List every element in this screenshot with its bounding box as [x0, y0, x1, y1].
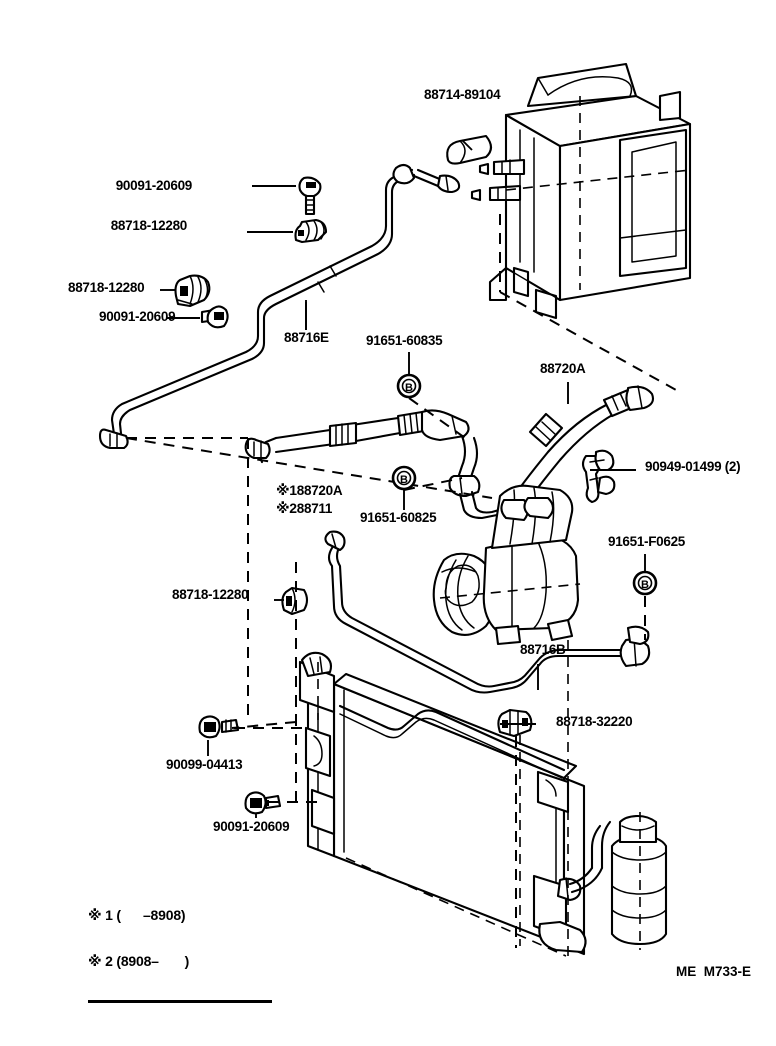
ac-condenser-art: [298, 640, 587, 960]
clamp-88718-12280-left-art: [174, 274, 211, 308]
legend-line-1: ※ 1 ( –8908): [88, 907, 186, 924]
callout-oring-60835: 91651-60835: [366, 333, 443, 348]
star1-part-number: 88720A: [296, 483, 343, 498]
callout-star1-88720a: ※188720A: [276, 482, 343, 498]
receiver-drier-art: [568, 812, 668, 950]
callout-tube-88716e: 88716E: [284, 330, 329, 345]
ac-compressor-art: [432, 484, 581, 646]
star2-part-number: 88711: [296, 501, 333, 516]
hose-clip-90949-art: [581, 449, 616, 504]
leader-lines: [160, 139, 646, 818]
evaporator-cover-art: [446, 134, 493, 165]
callout-hose-88720a-right: 88720A: [540, 361, 586, 376]
callout-bolt-upper: 90091-20609: [115, 178, 193, 193]
liquid-tube-88716e-art: [98, 163, 461, 450]
callout-clamp-32220: 88718-32220: [556, 714, 633, 729]
liquid-tube-88716b-art: [324, 530, 651, 694]
svg-text:B: B: [641, 579, 649, 591]
ring-marker-group: B B B: [391, 373, 658, 596]
clamp-88718-12280-upper-art: [294, 218, 328, 244]
svg-text:B: B: [405, 382, 413, 394]
callout-clamp-left: 88718-12280: [68, 280, 145, 295]
callout-bolt-left: 90091-20609: [99, 309, 176, 324]
callout-evap-cover: 88714-89104: [424, 87, 501, 102]
bolt-90099-04413-art: [198, 715, 240, 739]
callout-clamp-upper: 88718-12280: [110, 218, 188, 233]
legend-line-2: ※ 2 (8908– ): [88, 952, 190, 969]
ring-b-60835: B: [396, 373, 422, 399]
evaporator-housing-art: [470, 62, 692, 320]
callout-clip-90949: 90949-01499 (2): [645, 459, 741, 474]
callout-oring-f0625: 91651-F0625: [608, 534, 686, 549]
ring-b-f0625: B: [632, 570, 658, 596]
clamp-88718-32220-art: [497, 708, 533, 738]
svg-text:B: B: [400, 474, 408, 486]
legend-underline: [88, 999, 272, 1003]
callout-bolt-lower-90091: 90091-20609: [213, 819, 290, 834]
assembly-dashed-lines: [125, 214, 677, 948]
clamp-88718-12280-lower-art: [281, 586, 309, 616]
callout-bolt-90099: 90099-04413: [166, 757, 243, 772]
ring-b-60825: B: [391, 465, 417, 491]
bolt-90091-20609-lower-art: [244, 791, 282, 815]
bolt-90091-20609-left-art: [200, 305, 229, 329]
star-symbol-1: ※1: [276, 482, 297, 498]
callout-oring-60825: 91651-60825: [360, 510, 437, 525]
date-range-legend: ※ 1 ( –8908) ※ 2 (8908– ): [88, 878, 272, 1033]
bolt-90091-20609-upper-art: [298, 176, 322, 216]
star-symbol-2: ※2: [276, 500, 297, 516]
callout-clamp-lower-left: 88718-12280: [172, 587, 249, 602]
callout-star2-88711: ※288711: [276, 501, 332, 516]
diagram-sheet-code: ME M733-E: [676, 964, 752, 979]
callout-tube-88716b: 88716B: [520, 642, 566, 657]
